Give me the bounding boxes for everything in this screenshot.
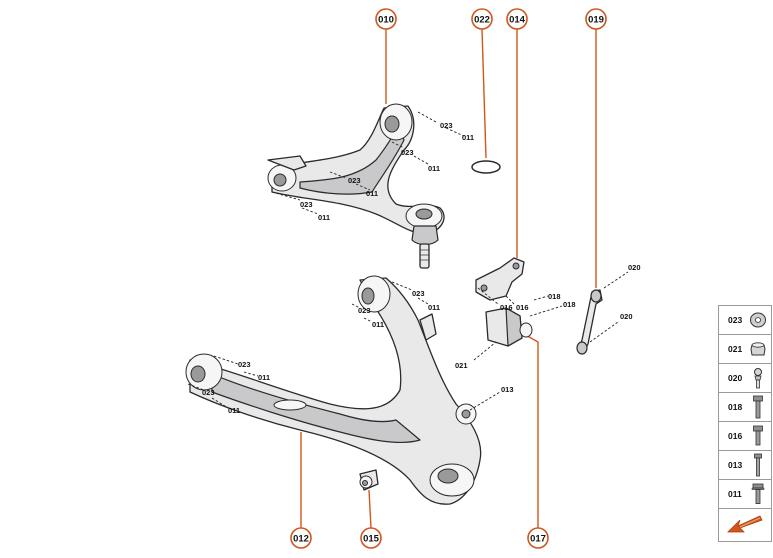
bolt-short-icon — [753, 425, 763, 446]
ball-stud-icon — [754, 368, 762, 389]
legend-code: 020 — [728, 373, 743, 383]
bracket[interactable] — [475, 257, 525, 301]
lower-control-arm[interactable] — [185, 275, 482, 505]
legend-item-020[interactable]: 020 — [719, 364, 771, 393]
callout-label: 017 — [530, 534, 546, 545]
bolt-flange-icon — [751, 483, 765, 504]
ref-label: 011 — [372, 320, 384, 329]
bolt-thin-icon — [754, 453, 762, 477]
callout-022[interactable]: 022 — [471, 8, 493, 30]
ref-label: 011 — [318, 213, 330, 222]
legend-item-023[interactable]: 023 — [719, 306, 771, 335]
callout-label: 010 — [378, 15, 394, 26]
callout-label: 019 — [588, 15, 604, 26]
ref-label: 023 — [202, 388, 215, 397]
bushing-block[interactable] — [485, 307, 533, 347]
callout-012[interactable]: 012 — [290, 527, 312, 549]
fastener-legend: 023 021 020 018 016 013 — [718, 305, 772, 542]
ref-label: 011 — [462, 133, 474, 142]
ref-label: 016 — [516, 303, 529, 312]
ref-label: 023 — [300, 200, 313, 209]
fastener-lines — [187, 111, 629, 411]
o-ring[interactable] — [471, 160, 501, 174]
upper-ball-joint — [411, 225, 439, 246]
legend-code: 013 — [728, 460, 743, 470]
ref-label: 023 — [401, 148, 414, 157]
callout-label: 012 — [293, 534, 309, 545]
upper-control-arm[interactable] — [267, 103, 445, 269]
legend-code: 011 — [728, 489, 742, 499]
ref-label: 023 — [440, 121, 453, 130]
leader-017 — [523, 333, 539, 528]
leader-022 — [481, 28, 487, 159]
legend-item-013[interactable]: 013 — [719, 451, 771, 480]
ref-label: 011 — [228, 406, 240, 415]
legend-item-018[interactable]: 018 — [719, 393, 771, 422]
callout-019[interactable]: 019 — [585, 8, 607, 30]
legend-item-021[interactable]: 021 — [719, 335, 771, 364]
stabilizer-link[interactable] — [576, 289, 603, 355]
leader-015 — [368, 489, 372, 529]
legend-code: 018 — [728, 402, 743, 412]
ref-label: 011 — [366, 189, 378, 198]
legend-code: 016 — [728, 431, 743, 441]
legend-item-011[interactable]: 011 — [719, 480, 771, 509]
ref-label: 011 — [258, 373, 270, 382]
small-bushing[interactable] — [359, 469, 379, 491]
callout-label: 022 — [474, 15, 490, 26]
ref-label: 013 — [501, 385, 514, 394]
ref-label: 023 — [238, 360, 251, 369]
washer-icon — [750, 312, 766, 328]
ref-label: 020 — [620, 312, 633, 321]
legend-code: 021 — [728, 344, 743, 354]
arrow-down-left-icon — [727, 515, 763, 533]
ref-label: 011 — [428, 164, 440, 173]
callout-010[interactable]: 010 — [375, 8, 397, 30]
reference-labels: 023 011 023 011 023 011 023 011 023 011 … — [202, 121, 641, 415]
ref-label: 023 — [348, 176, 361, 185]
ref-label: 021 — [455, 361, 468, 370]
ref-label: 020 — [628, 263, 641, 272]
legend-item-016[interactable]: 016 — [719, 422, 771, 451]
nut-icon — [750, 342, 766, 356]
callout-017[interactable]: 017 — [527, 527, 549, 549]
ref-label: 016 — [500, 303, 513, 312]
callout-label: 015 — [363, 534, 380, 545]
ref-label: 018 — [563, 300, 576, 309]
legend-code: 023 — [728, 315, 743, 325]
ref-label: 011 — [428, 303, 440, 312]
ref-label: 023 — [412, 289, 425, 298]
callout-label: 014 — [509, 15, 526, 26]
callout-014[interactable]: 014 — [506, 8, 528, 30]
legend-nav-button[interactable] — [719, 509, 771, 541]
bolt-long-icon — [753, 395, 763, 419]
ref-label: 023 — [358, 306, 371, 315]
ref-label: 018 — [548, 292, 561, 301]
callout-015[interactable]: 015 — [360, 527, 382, 549]
